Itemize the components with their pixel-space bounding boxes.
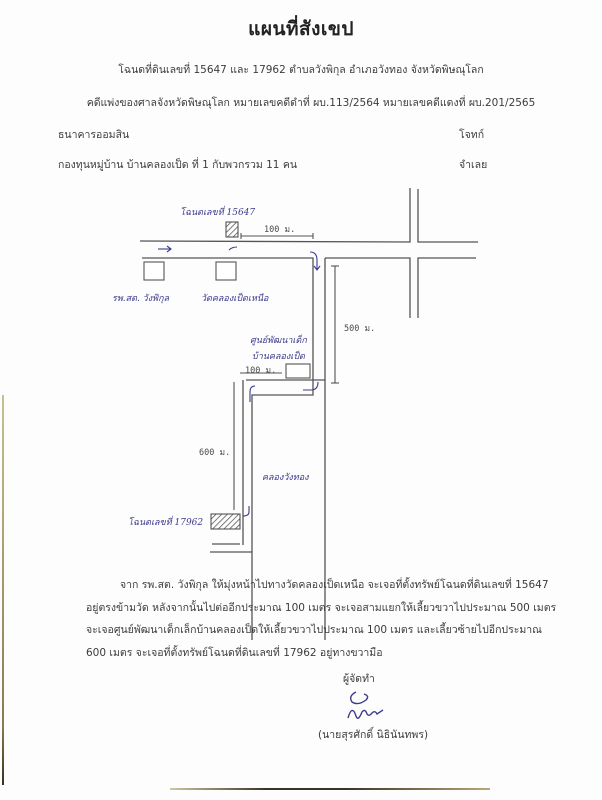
defendant-name: กองทุนหมู่บ้าน บ้านคลองเป็ด ที่ 1 กับพวก…: [58, 159, 298, 171]
temple-label: วัดคลองเป็ดเหนือ: [201, 294, 269, 304]
directions-line-2: อยู่ตรงข้ามวัด หลังจากนั้นไปต่ออีกประมาณ…: [86, 601, 557, 614]
defendant-role: จำเลย: [459, 159, 488, 171]
distance-label-100m-a: 100 ม.: [264, 225, 296, 235]
signature-scribble: [347, 691, 384, 719]
distance-label-500m: 500 ม.: [344, 324, 376, 334]
distance-label-100m-b: 100 ม.: [245, 366, 277, 376]
parcel-15647-label: โฉนดเลขที่ 15647: [180, 208, 256, 218]
child-center-label-1: ศูนย์พัฒนาเด็ก: [250, 336, 307, 346]
directions-line-1: จาก รพ.สต. วังพิกุล ให้มุ่งหน้าไปทางวัดค…: [120, 579, 549, 591]
road-lines: [139, 188, 478, 640]
directions-paragraph: จาก รพ.สต. วังพิกุล ให้มุ่งหน้าไปทางวัดค…: [86, 574, 557, 664]
deed-subtitle: โฉนดที่ดินเลขที่ 15647 และ 17962 ตำบลวัง…: [118, 64, 484, 76]
child-center-building: [285, 363, 311, 379]
temple-building: [215, 261, 237, 281]
directions-line-3: จะเจอศูนย์พัฒนาเด็กเล็กบ้านคลองเป็ดให้เล…: [86, 624, 542, 636]
distance-label-600m: 600 ม.: [199, 448, 231, 458]
directions-line-4: 600 เมตร จะเจอที่ตั้งทรัพย์โฉนดที่ดินเลข…: [86, 646, 383, 659]
parcel-17962-marker: [210, 513, 241, 530]
plaintiff-name: ธนาคารออมสิน: [58, 129, 130, 141]
signature-name: (นายสุรศักดิ์ นิธินันทพร): [318, 729, 429, 741]
case-number-line: คดีแพ่งของศาลจังหวัดพิษณุโลก หมายเลขคดีด…: [86, 97, 536, 109]
scan-edge-left: [2, 395, 4, 785]
buildings: [143, 261, 311, 379]
parcel-17962-label: โฉนดเลขที่ 17962: [128, 518, 204, 528]
document-title: แผนที่สังเขป: [248, 18, 354, 40]
distance-markers: [233, 233, 339, 510]
road-name-label: คลองวังทอง: [262, 473, 309, 483]
child-center-label-2: บ้านคลองเป็ด: [252, 352, 305, 362]
hospital-building: [143, 261, 165, 281]
scan-edge-bottom: [170, 788, 490, 790]
parcel-15647-marker: [225, 221, 239, 238]
hospital-label: รพ.สต. วังพิกุล: [112, 294, 170, 304]
signature-role: ผู้จัดทำ: [343, 673, 375, 685]
direction-arrows: [158, 245, 321, 517]
plaintiff-role: โจทก์: [459, 129, 485, 141]
